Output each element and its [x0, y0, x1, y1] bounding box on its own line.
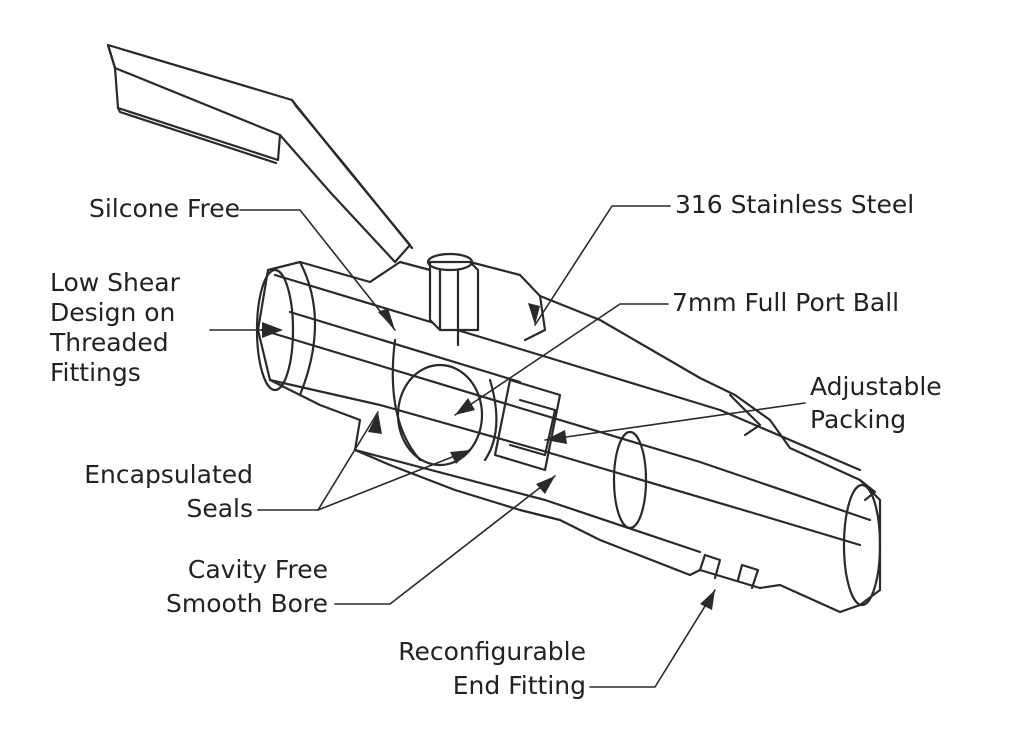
label-encapsulated-seals-line2: Seals — [186, 494, 253, 523]
label-reconfigurable-line1: Reconfigurable — [398, 637, 586, 666]
label-cavity-free-line1: Cavity Free — [187, 555, 328, 584]
label-low-shear-line2: Design on — [50, 298, 176, 327]
label-encapsulated-seals-line1: Encapsulated — [84, 460, 253, 489]
label-adjustable-packing-line2: Packing — [810, 405, 907, 434]
label-low-shear-line4: Fittings — [50, 358, 141, 387]
label-silicone-free: Silcone Free — [88, 194, 240, 223]
label-adjustable-packing-line1: Adjustable — [810, 372, 942, 401]
valve-handle — [106, 43, 414, 264]
leader-lines — [209, 205, 806, 688]
label-smooth-bore-line2: Smooth Bore — [166, 589, 328, 618]
label-low-shear-line1: Low Shear — [50, 268, 180, 297]
label-7mm-full-port-ball: 7mm Full Port Ball — [672, 288, 900, 317]
label-316-stainless-steel: 316 Stainless Steel — [675, 190, 915, 219]
arrow-heads — [262, 303, 715, 610]
label-end-fitting-line2: End Fitting — [452, 671, 586, 700]
label-low-shear-line3: Threaded — [50, 328, 169, 357]
